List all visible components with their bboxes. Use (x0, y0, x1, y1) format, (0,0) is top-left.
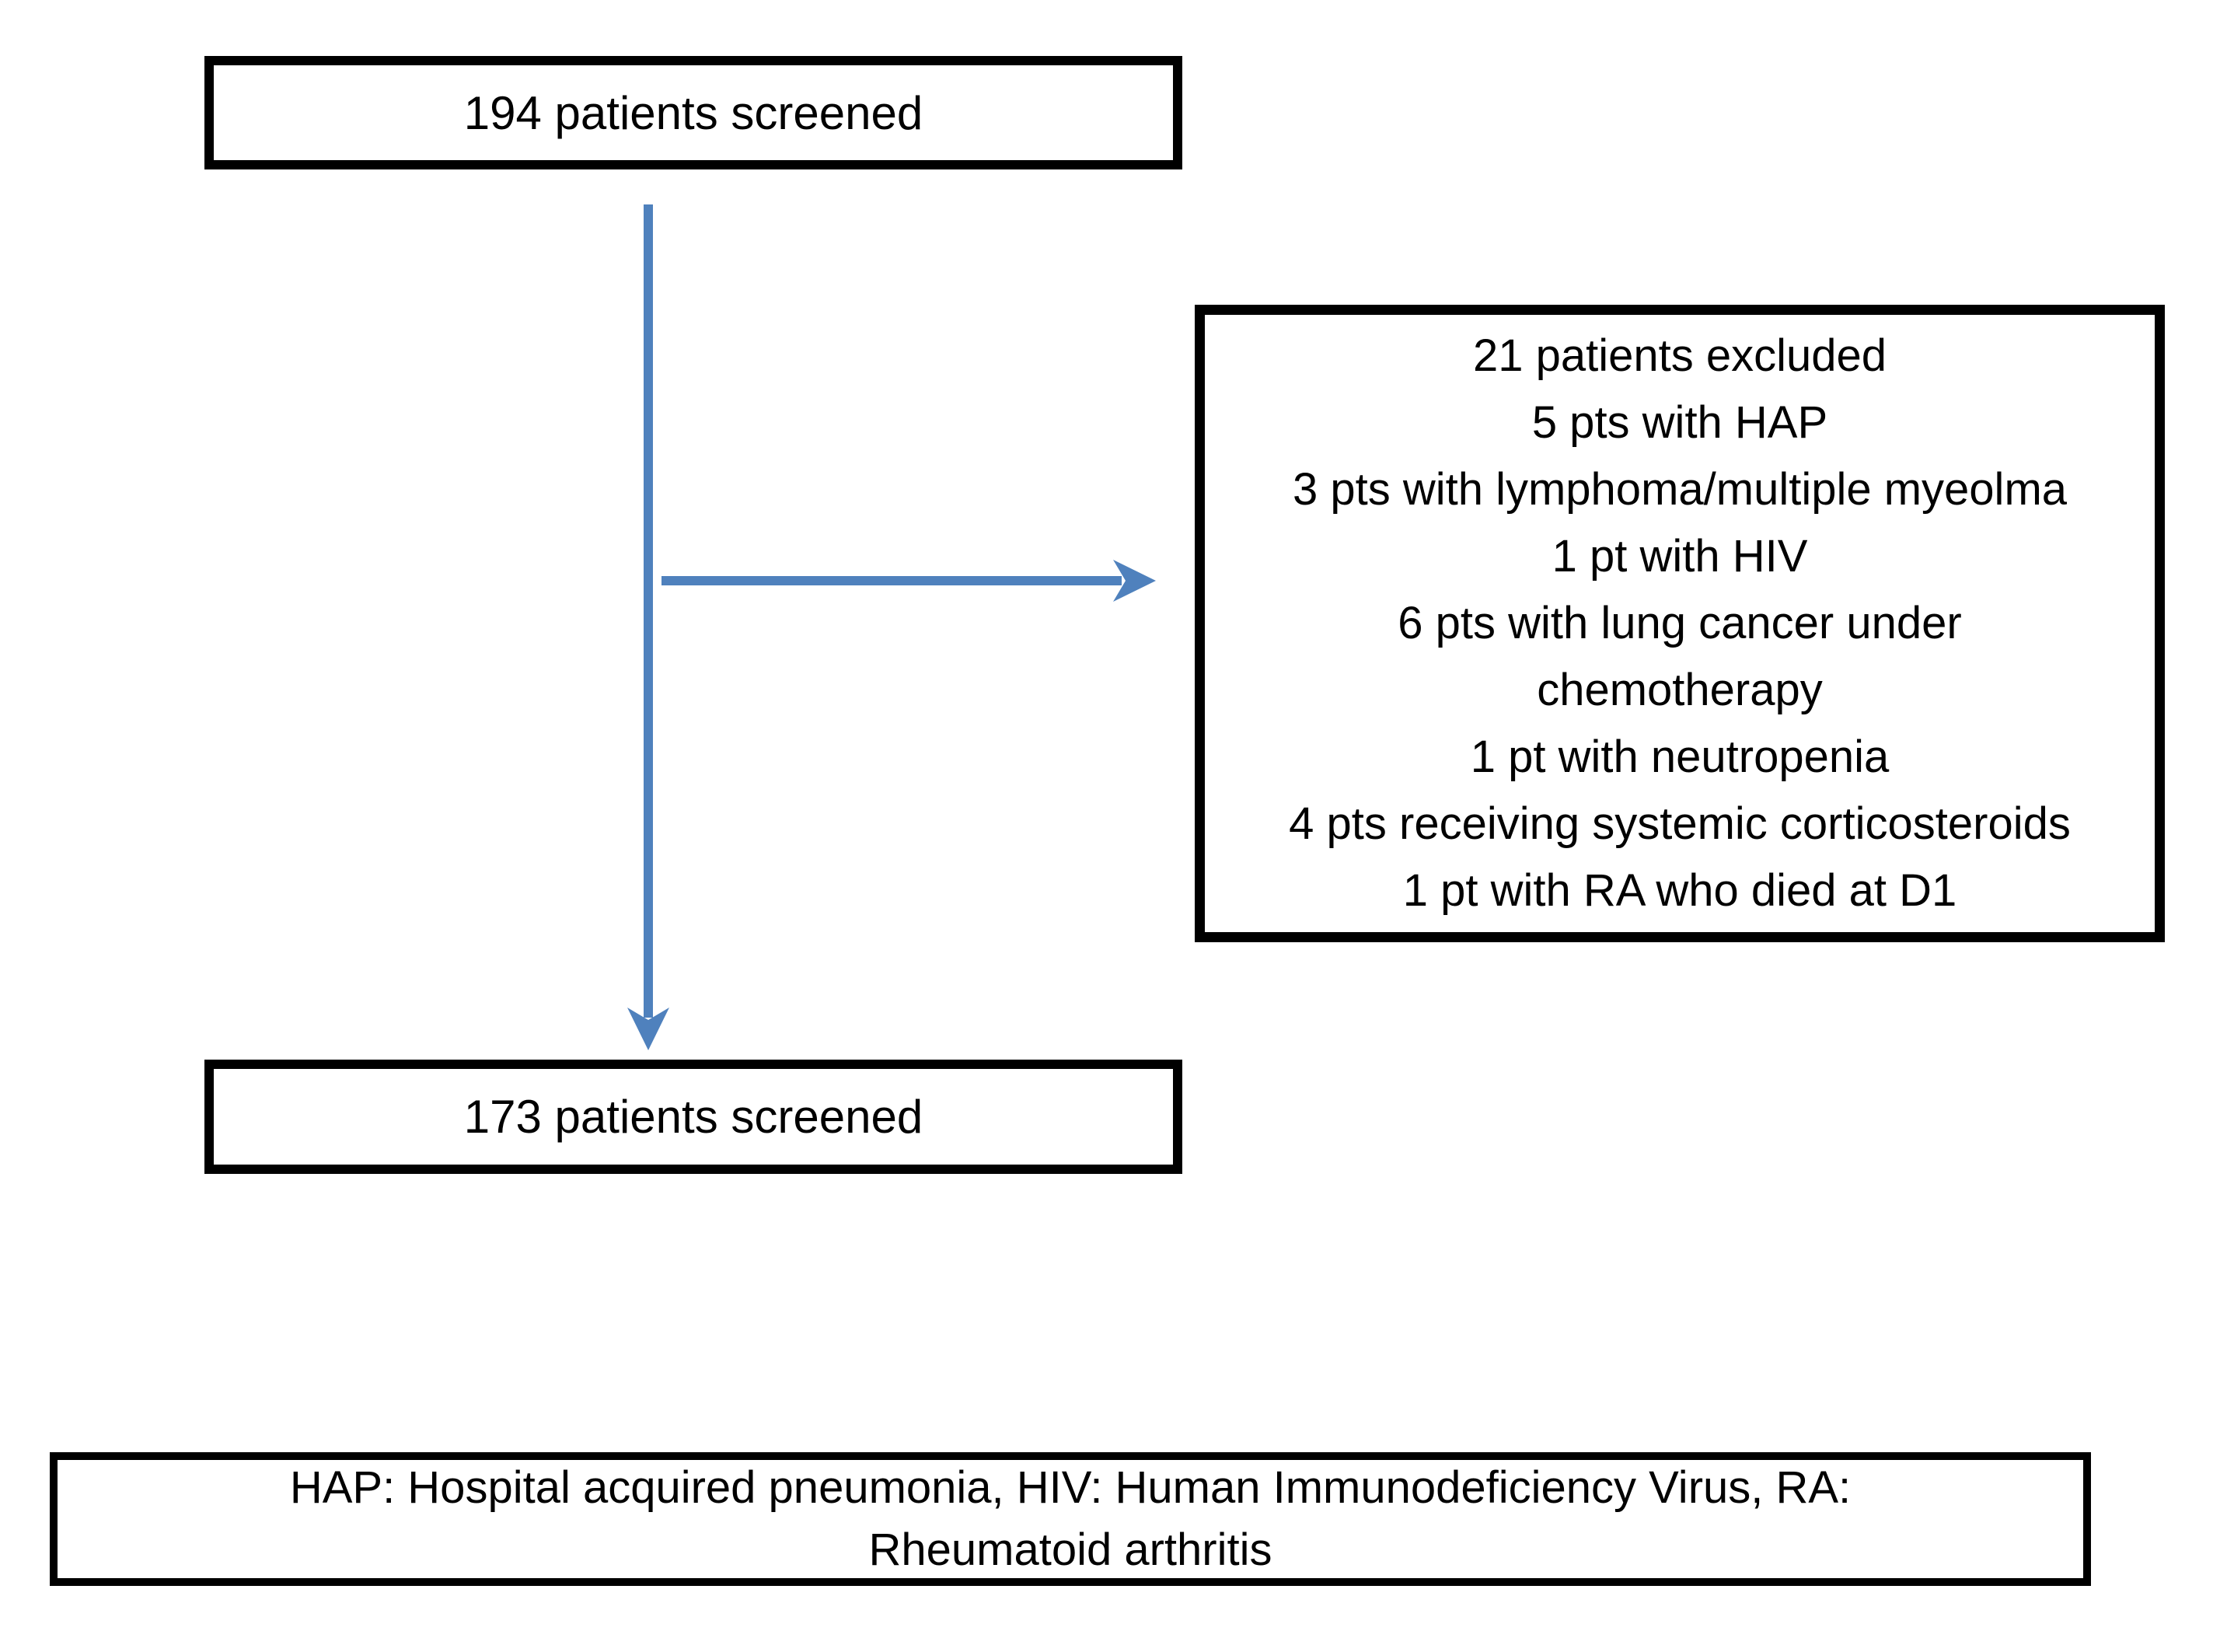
legend-line: Rheumatoid arthritis (868, 1525, 1272, 1575)
exclusion-line: chemotherapy (1537, 665, 1823, 715)
exclusion-line: 6 pts with lung cancer under (1398, 598, 1962, 648)
exclusion-line: 1 pt with RA who died at D1 (1402, 865, 1957, 916)
screened-box-label: 194 patients screened (463, 86, 923, 139)
exclusion-box: 21 patients excluded 5 pts with HAP 3 pt… (1195, 305, 2165, 942)
included-box: 173 patients screened (204, 1060, 1182, 1174)
screened-box: 194 patients screened (204, 56, 1182, 169)
exclusion-line: 5 pts with HAP (1531, 397, 1828, 448)
exclusion-line: 1 pt with neutropenia (1470, 732, 1890, 782)
exclusion-line: 1 pt with HIV (1552, 531, 1808, 582)
right-arrow-stem (661, 576, 1122, 585)
exclusion-line: 21 patients excluded (1472, 330, 1887, 381)
down-arrow-stem (644, 204, 653, 1018)
legend-line: HAP: Hospital acquired pneumonia, HIV: H… (289, 1462, 1852, 1513)
right-arrowhead-icon (1113, 560, 1156, 602)
included-box-label: 173 patients screened (463, 1091, 923, 1143)
exclusion-line: 4 pts receiving systemic corticosteroids (1289, 798, 2071, 849)
legend-box: HAP: Hospital acquired pneumonia, HIV: H… (50, 1452, 2091, 1586)
exclusion-line: 3 pts with lymphoma/multiple myeolma (1292, 464, 2068, 515)
down-arrowhead-icon (627, 1008, 669, 1050)
